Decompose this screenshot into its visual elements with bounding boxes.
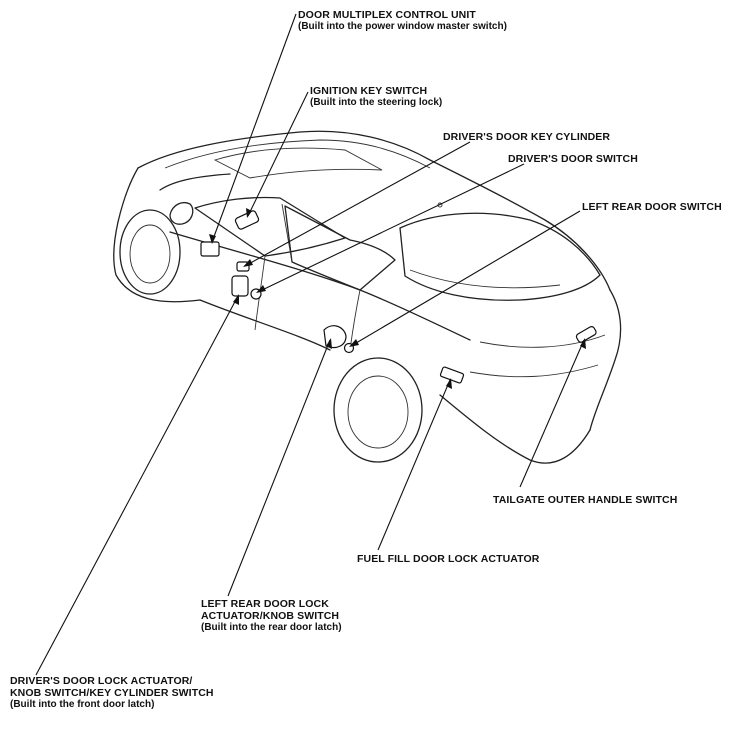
front-latch-part [231, 275, 249, 297]
door-multiplex-unit-part [200, 241, 220, 257]
fuel-fill-actuator-part [439, 366, 465, 384]
label-title: TAILGATE OUTER HANDLE SWITCH [493, 494, 678, 506]
label-line-1: DRIVER'S DOOR LOCK ACTUATOR/ [10, 675, 193, 687]
label-drivers-door-lock-actuator: DRIVER'S DOOR LOCK ACTUATOR/ KNOB SWITCH… [10, 675, 214, 711]
label-door-multiplex-control-unit: DOOR MULTIPLEX CONTROL UNIT (Built into … [298, 9, 507, 33]
label-ignition-key-switch: IGNITION KEY SWITCH (Built into the stee… [310, 85, 442, 109]
label-tailgate-outer-handle-switch: TAILGATE OUTER HANDLE SWITCH [493, 494, 677, 506]
label-subtitle: (Built into the power window master swit… [298, 21, 507, 32]
label-title: DRIVER'S DOOR SWITCH [508, 153, 638, 165]
label-subtitle: (Built into the steering lock) [310, 97, 443, 108]
label-subtitle: (Built into the rear door latch) [201, 622, 342, 633]
tailgate-switch-part [575, 326, 597, 343]
label-title: LEFT REAR DOOR SWITCH [582, 201, 722, 213]
leader-lines [35, 13, 586, 676]
component-parts [200, 210, 597, 384]
label-title: IGNITION KEY SWITCH [310, 85, 428, 97]
label-title: FUEL FILL DOOR LOCK ACTUATOR [357, 553, 540, 565]
label-title: DRIVER'S DOOR KEY CYLINDER [443, 131, 611, 143]
label-left-rear-door-switch: LEFT REAR DOOR SWITCH [582, 201, 722, 213]
ignition-switch-part [234, 210, 260, 230]
label-line-1: LEFT REAR DOOR LOCK [201, 598, 329, 610]
label-fuel-fill-door-lock-actuator: FUEL FILL DOOR LOCK ACTUATOR [357, 553, 539, 565]
label-line-2: KNOB SWITCH/KEY CYLINDER SWITCH [10, 687, 214, 699]
label-left-rear-door-lock-actuator: LEFT REAR DOOR LOCK ACTUATOR/KNOB SWITCH… [201, 598, 342, 634]
label-drivers-door-key-cylinder: DRIVER'S DOOR KEY CYLINDER [443, 131, 610, 143]
car-body-outline [113, 130, 622, 464]
label-drivers-door-switch: DRIVER'S DOOR SWITCH [508, 153, 638, 165]
label-subtitle: (Built into the front door latch) [10, 699, 155, 710]
label-title: DOOR MULTIPLEX CONTROL UNIT [298, 9, 476, 21]
label-line-2: ACTUATOR/KNOB SWITCH [201, 610, 340, 622]
